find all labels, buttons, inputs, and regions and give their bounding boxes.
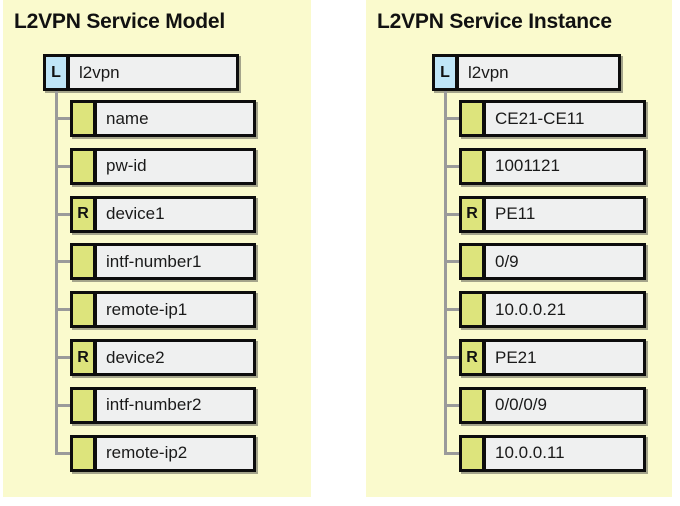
leaf-badge-icon	[70, 100, 95, 137]
reference-badge-icon: R	[459, 195, 484, 233]
tree-connector-spine	[444, 91, 447, 454]
node-service-model-1[interactable]: pw-id	[70, 147, 256, 185]
panel-title-service-instance: L2VPN Service Instance	[377, 10, 612, 33]
node-label: 1001121	[484, 147, 646, 185]
tree-connector-stub	[55, 451, 70, 455]
tree-connector-spine	[55, 91, 58, 454]
leaf-badge-icon	[70, 147, 95, 185]
node-label: name	[95, 100, 256, 137]
node-label: 0/0/0/9	[484, 386, 646, 424]
leaf-badge-icon	[70, 386, 95, 424]
leaf-badge-icon	[459, 243, 484, 281]
node-label: PE11	[484, 195, 646, 233]
tree-connector-stub	[444, 451, 459, 455]
reference-badge-icon: R	[70, 195, 95, 233]
tree-connector-stub	[55, 403, 70, 407]
tree-connector-stub	[444, 308, 459, 312]
node-label: 10.0.0.11	[484, 434, 646, 472]
node-root-label: l2vpn	[457, 54, 621, 91]
leaf-badge-icon	[70, 291, 95, 329]
node-label: 10.0.0.21	[484, 291, 646, 329]
leaf-badge-icon	[459, 434, 484, 472]
node-service-model-3[interactable]: intf-number1	[70, 243, 256, 281]
node-service-instance-7[interactable]: 10.0.0.11	[459, 434, 646, 472]
node-label: CE21-CE11	[484, 100, 646, 137]
list-badge-icon: L	[43, 54, 68, 91]
tree-connector-stub	[444, 260, 459, 264]
reference-badge-icon: R	[70, 339, 95, 376]
tree-connector-stub	[55, 164, 70, 168]
node-label: device1	[95, 195, 256, 233]
leaf-badge-icon	[70, 434, 95, 472]
tree-connector-stub	[55, 117, 70, 120]
node-label: device2	[95, 339, 256, 376]
panel-title-service-model: L2VPN Service Model	[14, 10, 225, 33]
node-label: PE21	[484, 339, 646, 376]
reference-badge-icon: R	[459, 339, 484, 376]
leaf-badge-icon	[459, 386, 484, 424]
node-root-label: l2vpn	[68, 54, 239, 91]
node-service-instance-3[interactable]: 0/9	[459, 243, 646, 281]
node-label: intf-number2	[95, 386, 256, 424]
tree-connector-stub	[444, 117, 459, 120]
node-service-model-6[interactable]: intf-number2	[70, 386, 256, 424]
tree-connector-stub	[444, 356, 459, 359]
node-label: pw-id	[95, 147, 256, 185]
tree-connector-stub	[55, 260, 70, 264]
node-label: remote-ip2	[95, 434, 256, 472]
node-service-instance-4[interactable]: 10.0.0.21	[459, 291, 646, 329]
leaf-badge-icon	[459, 291, 484, 329]
tree-connector-stub	[55, 308, 70, 312]
tree-connector-stub	[55, 356, 70, 359]
list-badge-icon: L	[432, 54, 457, 91]
node-service-model-0[interactable]: name	[70, 100, 256, 137]
node-service-instance-0[interactable]: CE21-CE11	[459, 100, 646, 137]
node-service-instance-6[interactable]: 0/0/0/9	[459, 386, 646, 424]
node-label: remote-ip1	[95, 291, 256, 329]
leaf-badge-icon	[70, 243, 95, 281]
node-service-model-7[interactable]: remote-ip2	[70, 434, 256, 472]
tree-connector-stub	[444, 403, 459, 407]
tree-connector-stub	[444, 212, 459, 216]
node-label: 0/9	[484, 243, 646, 281]
node-label: intf-number1	[95, 243, 256, 281]
node-service-model-4[interactable]: remote-ip1	[70, 291, 256, 329]
tree-connector-stub	[55, 212, 70, 216]
leaf-badge-icon	[459, 100, 484, 137]
leaf-badge-icon	[459, 147, 484, 185]
node-service-instance-1[interactable]: 1001121	[459, 147, 646, 185]
tree-connector-stub	[444, 164, 459, 168]
